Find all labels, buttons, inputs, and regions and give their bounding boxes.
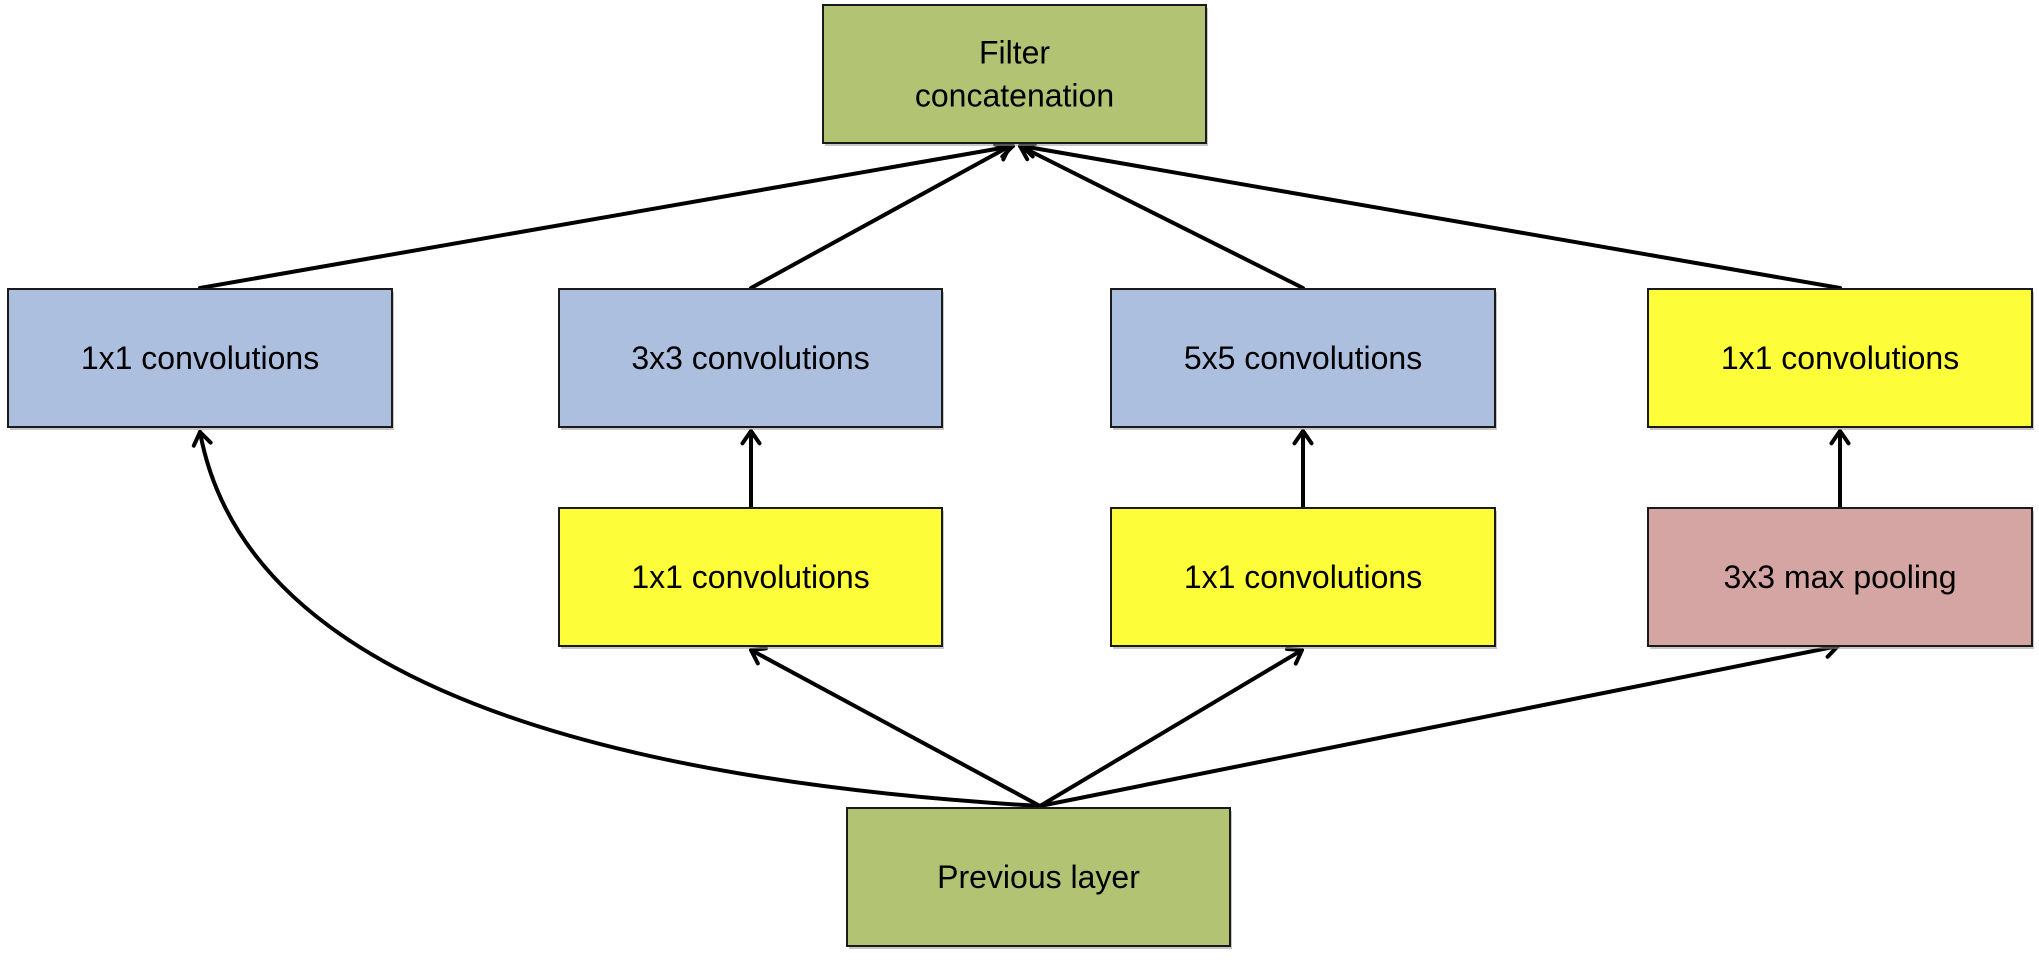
node-conv5x5: 5x5 convolutions xyxy=(1110,288,1497,430)
edge-previous-layer-to-conv1x1-a xyxy=(191,430,1042,808)
node-label: Previous layer xyxy=(937,859,1140,895)
edge-conv1x1-a-to-filter-concat-line xyxy=(198,144,1015,290)
nodes-layer: Filter concatenation 1x1 convolutions 3x3 c… xyxy=(7,4,2034,949)
edge-conv1x1-a-to-filter-concat xyxy=(198,137,1015,290)
node-label: 3x3 max pooling xyxy=(1723,559,1956,595)
node-label: 1x1 convolutions xyxy=(631,559,869,595)
edge-previous-layer-to-conv1x1-a-arrowhead xyxy=(191,430,213,448)
node-conv1x1-d: 1x1 convolutions xyxy=(1647,288,2034,430)
node-conv1x1-a: 1x1 convolutions xyxy=(7,288,394,430)
edge-previous-layer-to-conv1x1-c-arrowhead xyxy=(1285,647,1304,666)
node-box xyxy=(1647,288,2033,428)
edge-conv5x5-to-filter-concat-line xyxy=(1018,144,1305,290)
edge-maxpool3x3-to-conv1x1-d xyxy=(1829,429,1851,509)
node-label: 1x1 convolutions xyxy=(1184,559,1422,595)
node-conv3x3: 3x3 convolutions xyxy=(558,288,944,430)
node-filter-concat: Filter concatenation xyxy=(822,4,1208,146)
node-maxpool3x3: 3x3 max pooling xyxy=(1647,507,2034,649)
edge-conv1x1-d-to-filter-concat-line xyxy=(1020,144,1842,290)
node-box xyxy=(846,807,1231,947)
edge-conv1x1-d-to-filter-concat xyxy=(1020,137,1842,290)
node-label: 5x5 convolutions xyxy=(1184,340,1422,376)
node-box xyxy=(558,507,943,647)
edge-previous-layer-to-conv1x1-a-line xyxy=(198,430,1042,808)
node-previous-layer: Previous layer xyxy=(846,807,1232,949)
edge-previous-layer-to-maxpool3x3 xyxy=(1038,638,1840,808)
edge-previous-layer-to-conv1x1-c-line xyxy=(1038,648,1304,808)
node-box xyxy=(558,288,943,428)
node-box xyxy=(1110,507,1496,647)
node-label: concatenation xyxy=(915,78,1114,114)
edge-conv3x3-to-filter-concat-line xyxy=(749,144,1012,290)
edges-layer xyxy=(191,137,1851,808)
node-label: Filter xyxy=(979,35,1050,71)
edge-conv1x1-c-to-conv5x5-arrowhead xyxy=(1292,429,1314,446)
edge-conv3x3-to-filter-concat xyxy=(749,142,1012,290)
edge-previous-layer-to-conv1x1-b-line xyxy=(749,648,1042,808)
edge-maxpool3x3-to-conv1x1-d-arrowhead xyxy=(1829,429,1851,446)
edge-conv1x1-b-to-conv3x3 xyxy=(740,429,762,509)
node-label: 3x3 convolutions xyxy=(631,340,869,376)
node-conv1x1-b: 1x1 convolutions xyxy=(558,507,944,649)
node-label: 1x1 convolutions xyxy=(81,340,319,376)
node-box xyxy=(1110,288,1496,428)
edge-previous-layer-to-maxpool3x3-line xyxy=(1038,644,1840,808)
node-box xyxy=(7,288,393,428)
node-conv1x1-c: 1x1 convolutions xyxy=(1110,507,1497,649)
node-label: 1x1 convolutions xyxy=(1721,340,1959,376)
edge-conv5x5-to-filter-concat xyxy=(1018,141,1305,290)
edge-conv1x1-c-to-conv5x5 xyxy=(1292,429,1314,509)
edge-conv1x1-b-to-conv3x3-arrowhead xyxy=(740,429,762,446)
node-box xyxy=(1647,507,2033,647)
node-box xyxy=(822,4,1207,144)
edge-previous-layer-to-conv1x1-c xyxy=(1038,647,1304,808)
